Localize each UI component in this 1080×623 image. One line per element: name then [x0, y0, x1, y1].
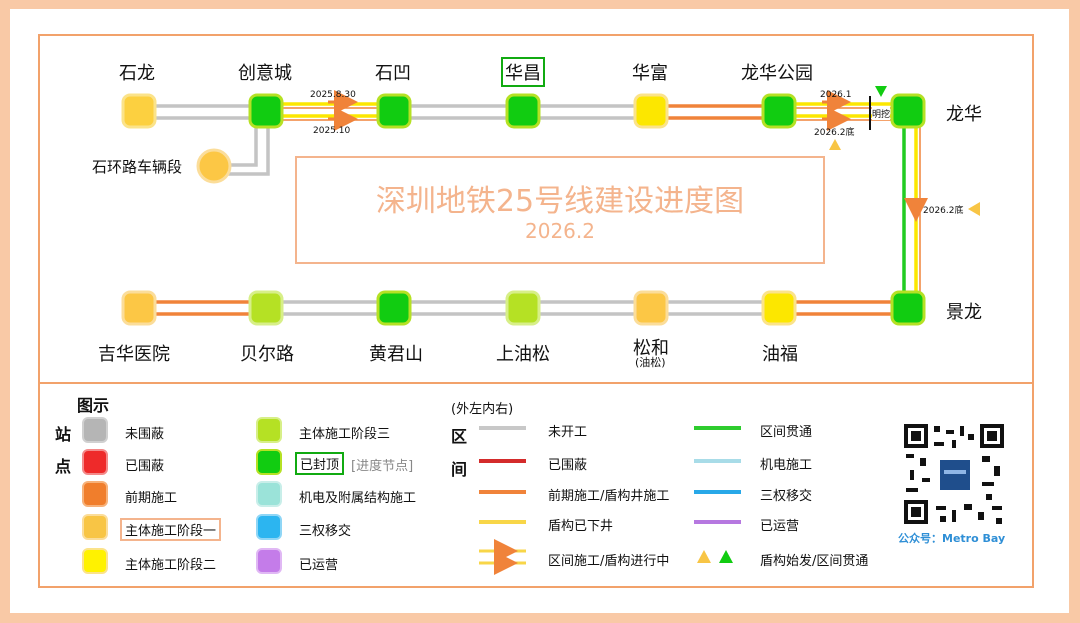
cut-and-cover-tag: 明挖 [872, 107, 891, 120]
legend-label: 未围蔽 [125, 427, 165, 442]
legend-label: 主体施工阶段二 [125, 558, 217, 573]
legend-title: 图示 [77, 396, 110, 415]
station-shilong [121, 93, 157, 129]
swatch-station [256, 514, 282, 540]
station-chuangyicheng [248, 93, 284, 129]
swatch-station [82, 514, 108, 540]
station-huafu [633, 93, 669, 129]
station-name: 华富 [632, 63, 668, 84]
page-date: 2026.2 [525, 219, 595, 243]
progress-date: 2026.2底 [814, 128, 855, 138]
shield-start-triangle-icon [829, 139, 841, 150]
progress-node-note: [进度节点] [351, 459, 414, 474]
legend-section-title: 区 [451, 427, 468, 446]
section-shilong-chuangyicheng [152, 104, 252, 120]
station-jinglong [890, 290, 926, 326]
depot-name: 石环路车辆段 [92, 158, 183, 176]
station-name: 吉华医院 [98, 344, 170, 365]
station-huangjunshan [376, 290, 412, 326]
station-name: 油福 [762, 344, 798, 365]
legend-label: 已围蔽 [548, 458, 588, 473]
legend-station-title: 点 [55, 457, 72, 476]
legend-label: 已运营 [760, 519, 800, 534]
qr-code [904, 424, 1004, 524]
station-longhuapark [761, 93, 797, 129]
page-title: 深圳地铁25号线建设进度图 [375, 184, 745, 219]
station-name: 龙华公园 [741, 63, 813, 84]
station-youfu [761, 290, 797, 326]
legend-label: 前期施工/盾构井施工 [548, 489, 670, 504]
station-name: 创意城 [238, 63, 292, 84]
legend-label-boxed: 主体施工阶段一 [120, 518, 222, 541]
swatch-station [256, 449, 282, 475]
legend-label: 三权移交 [760, 489, 813, 504]
section-longhua-jinglong [902, 127, 928, 294]
progress-date: 2025.8.30 [310, 90, 356, 100]
legend-label: 盾构始发/区间贯通 [760, 554, 869, 569]
swatch-station [256, 548, 282, 574]
legend-label: 未开工 [548, 425, 588, 440]
swatch-station [256, 481, 282, 507]
station-longhua [890, 93, 926, 129]
station-songhe [633, 290, 669, 326]
station-name: 龙华 [946, 104, 982, 125]
station-shangyousong [505, 290, 541, 326]
legend-section-lines [479, 426, 741, 575]
swatch-station [256, 417, 282, 443]
progress-date: 2026.2底 [923, 206, 964, 216]
legend-label: 主体施工阶段三 [299, 427, 391, 442]
legend-label: 机电及附属结构施工 [299, 491, 417, 506]
section-chuangyicheng-shiao [282, 90, 380, 131]
section-huafu-longhuapark [667, 104, 765, 120]
legend-label: 区间施工/盾构进行中 [548, 554, 670, 569]
progress-date: 2025.10 [313, 126, 351, 136]
shield-start-triangle-icon [968, 202, 980, 216]
station-shiao [376, 93, 412, 129]
depot-marker [196, 148, 232, 184]
swatch-station [82, 449, 108, 475]
station-name: 贝尔路 [240, 344, 294, 365]
station-beierlu [248, 290, 284, 326]
station-name: 石龙 [119, 63, 155, 84]
qr-caption: 公众号：Metro Bay [898, 532, 1006, 545]
station-name: 松和 [633, 338, 669, 359]
legend-label-boxed: 已封顶 [295, 452, 345, 475]
legend-label: 盾构已下井 [548, 519, 614, 534]
progress-date: 2026.1 [820, 90, 852, 100]
legend-label: 已围蔽 [125, 459, 165, 474]
section-bottom-orange [152, 300, 893, 316]
legend-label: 前期施工 [125, 491, 178, 506]
diagram-frame [38, 34, 1034, 588]
swatch-station [82, 481, 108, 507]
breakthrough-triangle-icon [875, 86, 887, 97]
station-subname: (油松) [635, 356, 666, 369]
station-name: 黄君山 [369, 344, 423, 365]
legend-label: 三权移交 [299, 524, 352, 539]
station-jihuahospital [121, 290, 157, 326]
station-name-highlighted: 华昌 [501, 57, 545, 87]
legend-label: 已运营 [299, 558, 339, 573]
station-name: 景龙 [946, 302, 982, 323]
legend-section-title: 间 [451, 460, 468, 479]
title-box [295, 156, 825, 264]
swatch-station [82, 548, 108, 574]
legend-station-title: 站 [55, 425, 72, 444]
legend-divider [38, 382, 1034, 384]
legend-label: 区间贯通 [760, 425, 813, 440]
section-note: (外左内右) [451, 402, 514, 417]
legend-label: 机电施工 [760, 458, 813, 473]
station-name: 上油松 [496, 344, 550, 365]
swatch-station [82, 417, 108, 443]
station-name: 石凹 [375, 63, 411, 84]
station-huachang [505, 93, 541, 129]
